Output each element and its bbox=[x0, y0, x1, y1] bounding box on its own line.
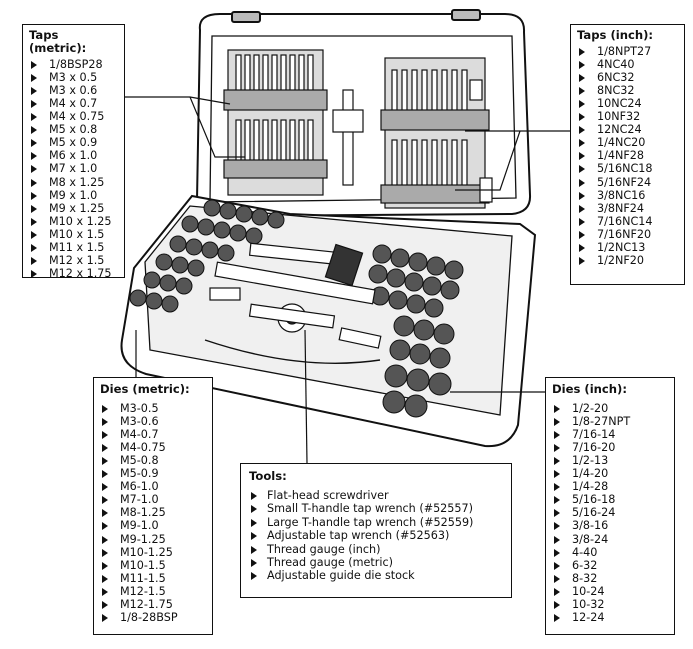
list-item: M7-1.0 bbox=[100, 493, 206, 506]
list-item: 4-40 bbox=[552, 546, 668, 559]
list-item: M6 x 1.0 bbox=[29, 149, 118, 162]
list-item: M3-0.5 bbox=[100, 402, 206, 415]
list-item: Thread gauge (inch) bbox=[249, 543, 503, 556]
list-item: 1/2NF20 bbox=[577, 254, 678, 267]
dies-metric-title: Dies (metric): bbox=[100, 382, 190, 396]
taps-metric-list: 1/8BSP28 M3 x 0.5 M3 x 0.6 M4 x 0.7 M4 x… bbox=[29, 58, 118, 280]
list-item: M10 x 1.5 bbox=[29, 228, 118, 241]
list-item: M10-1.25 bbox=[100, 546, 206, 559]
list-item: M10-1.5 bbox=[100, 559, 206, 572]
list-item: M9-1.25 bbox=[100, 533, 206, 546]
list-item: M9-1.0 bbox=[100, 519, 206, 532]
taps-inch-title: Taps (inch): bbox=[577, 28, 654, 42]
list-item: Adjustable guide die stock bbox=[249, 569, 503, 582]
list-item: M7 x 1.0 bbox=[29, 162, 118, 175]
list-item: 5/16-24 bbox=[552, 506, 668, 519]
list-item: 10NC24 bbox=[577, 97, 678, 110]
list-item: Large T-handle tap wrench (#52559) bbox=[249, 516, 503, 529]
list-item: M5-0.9 bbox=[100, 467, 206, 480]
list-item: 7/16NC14 bbox=[577, 215, 678, 228]
list-item: 12-24 bbox=[552, 611, 668, 624]
list-item: 5/16-18 bbox=[552, 493, 668, 506]
list-item: M6-1.0 bbox=[100, 480, 206, 493]
list-item: Small T-handle tap wrench (#52557) bbox=[249, 502, 503, 515]
dies-inch-legend: Dies (inch): 1/2-20 1/8-27NPT 7/16-14 7/… bbox=[545, 377, 675, 635]
list-item: M8 x 1.25 bbox=[29, 176, 118, 189]
list-item: M3 x 0.5 bbox=[29, 71, 118, 84]
list-item: Adjustable tap wrench (#52563) bbox=[249, 529, 503, 542]
list-item: 3/8NF24 bbox=[577, 202, 678, 215]
list-item: 10NF32 bbox=[577, 110, 678, 123]
dies-metric-list: M3-0.5 M3-0.6 M4-0.7 M4-0.75 M5-0.8 M5-0… bbox=[100, 402, 206, 624]
list-item: M10 x 1.25 bbox=[29, 215, 118, 228]
dies-inch-list: 1/2-20 1/8-27NPT 7/16-14 7/16-20 1/2-13 … bbox=[552, 402, 668, 624]
list-item: M8-1.25 bbox=[100, 506, 206, 519]
list-item: 1/8NPT27 bbox=[577, 45, 678, 58]
list-item: 10-24 bbox=[552, 585, 668, 598]
list-item: M5 x 0.9 bbox=[29, 136, 118, 149]
list-item: M12 x 1.5 bbox=[29, 254, 118, 267]
list-item: Thread gauge (metric) bbox=[249, 556, 503, 569]
list-item: 1/4NF28 bbox=[577, 149, 678, 162]
list-item: 5/16NF24 bbox=[577, 176, 678, 189]
list-item: 5/16NC18 bbox=[577, 162, 678, 175]
list-item: M4 x 0.75 bbox=[29, 110, 118, 123]
list-item: 7/16NF20 bbox=[577, 228, 678, 241]
leader-lines bbox=[125, 96, 570, 464]
list-item: M4-0.75 bbox=[100, 441, 206, 454]
list-item: 1/8-28BSP bbox=[100, 611, 206, 624]
list-item: M4 x 0.7 bbox=[29, 97, 118, 110]
list-item: M9 x 1.0 bbox=[29, 189, 118, 202]
list-item: M12-1.75 bbox=[100, 598, 206, 611]
list-item: 1/8-27NPT bbox=[552, 415, 668, 428]
list-item: M4-0.7 bbox=[100, 428, 206, 441]
list-item: M5-0.8 bbox=[100, 454, 206, 467]
list-item: 3/8-16 bbox=[552, 519, 668, 532]
taps-metric-legend: Taps (metric): 1/8BSP28 M3 x 0.5 M3 x 0.… bbox=[22, 24, 125, 280]
inch-tap-tray bbox=[380, 57, 493, 209]
list-item: 8-32 bbox=[552, 572, 668, 585]
list-item: 1/2-20 bbox=[552, 402, 668, 415]
list-item: M5 x 0.8 bbox=[29, 123, 118, 136]
tools-list: Flat-head screwdriver Small T-handle tap… bbox=[249, 489, 503, 583]
list-item: 7/16-20 bbox=[552, 441, 668, 454]
list-item: 1/4NC20 bbox=[577, 136, 678, 149]
list-item: 7/16-14 bbox=[552, 428, 668, 441]
metric-tap-tray bbox=[223, 49, 328, 196]
list-item: 3/8-24 bbox=[552, 533, 668, 546]
inch-dies bbox=[368, 244, 464, 418]
list-item: 10-32 bbox=[552, 598, 668, 611]
list-item: Flat-head screwdriver bbox=[249, 489, 503, 502]
list-item: 1/2NC13 bbox=[577, 241, 678, 254]
tools-title: Tools: bbox=[249, 469, 287, 483]
list-item: 1/8BSP28 bbox=[29, 58, 118, 71]
center-tools bbox=[204, 242, 382, 364]
list-item: 6NC32 bbox=[577, 71, 678, 84]
list-item: 1/4-20 bbox=[552, 467, 668, 480]
list-item: M11-1.5 bbox=[100, 572, 206, 585]
dies-inch-title: Dies (inch): bbox=[552, 382, 627, 396]
list-item: M12-1.5 bbox=[100, 585, 206, 598]
taps-inch-legend: Taps (inch): 1/8NPT27 4NC40 6NC32 8NC32 … bbox=[570, 24, 685, 285]
list-item: 1/2-13 bbox=[552, 454, 668, 467]
list-item: 12NC24 bbox=[577, 123, 678, 136]
list-item: M3 x 0.6 bbox=[29, 84, 118, 97]
metric-dies bbox=[129, 199, 285, 313]
list-item: 1/4-28 bbox=[552, 480, 668, 493]
list-item: 6-32 bbox=[552, 559, 668, 572]
taps-inch-list: 1/8NPT27 4NC40 6NC32 8NC32 10NC24 10NF32… bbox=[577, 45, 678, 267]
tools-legend: Tools: Flat-head screwdriver Small T-han… bbox=[240, 463, 512, 598]
list-item: M12 x 1.75 bbox=[29, 267, 118, 280]
screwdriver bbox=[332, 89, 364, 186]
list-item: 3/8NC16 bbox=[577, 189, 678, 202]
list-item: M3-0.6 bbox=[100, 415, 206, 428]
list-item: 4NC40 bbox=[577, 58, 678, 71]
taps-metric-title: Taps (metric): bbox=[29, 28, 87, 56]
list-item: M11 x 1.5 bbox=[29, 241, 118, 254]
list-item: M9 x 1.25 bbox=[29, 202, 118, 215]
list-item: 8NC32 bbox=[577, 84, 678, 97]
dies-metric-legend: Dies (metric): M3-0.5 M3-0.6 M4-0.7 M4-0… bbox=[93, 377, 213, 635]
